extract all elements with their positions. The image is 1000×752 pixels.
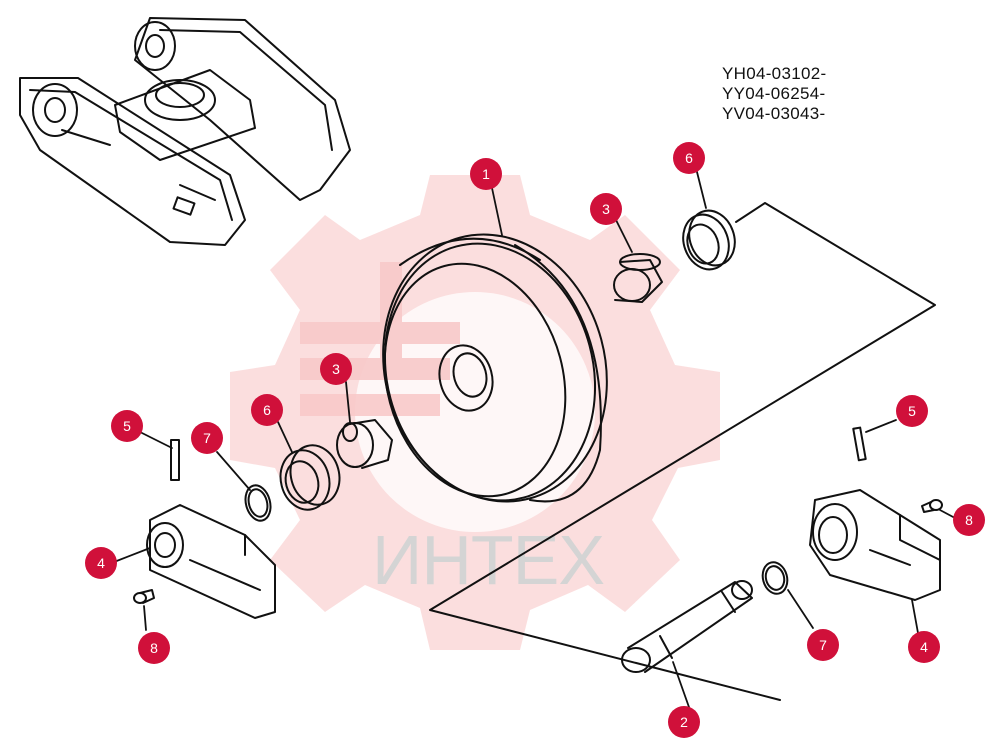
o-ring-right bbox=[761, 561, 789, 595]
callout-circle bbox=[191, 422, 223, 454]
callout-label: 4 bbox=[920, 639, 928, 655]
callout-7-left: 7 bbox=[191, 422, 223, 454]
part-codes: YH04-03102- YY04-06254- YV04-03043- bbox=[722, 64, 826, 124]
part-code: YY04-06254- bbox=[722, 84, 826, 103]
spring-pin-right bbox=[852, 426, 867, 462]
callout-circle bbox=[807, 629, 839, 661]
callout-circle bbox=[673, 142, 705, 174]
callout-circle bbox=[896, 395, 928, 427]
callout-circle bbox=[470, 158, 502, 190]
callout-3-upper: 3 bbox=[590, 193, 622, 225]
callout-6-upper: 6 bbox=[673, 142, 705, 174]
callout-5-left: 5 bbox=[111, 410, 143, 442]
callout-8-left: 8 bbox=[138, 632, 170, 664]
callout-label: 3 bbox=[602, 201, 610, 217]
callout-circle bbox=[111, 410, 143, 442]
part-code: YH04-03102- bbox=[722, 64, 827, 83]
callout-label: 4 bbox=[97, 555, 105, 571]
part-code: YV04-03043- bbox=[722, 104, 826, 123]
callout-4-right: 4 bbox=[908, 631, 940, 663]
bracket-right bbox=[809, 489, 941, 601]
floating-seal-upper bbox=[682, 209, 736, 271]
watermark-text: ИНТЕХ bbox=[372, 521, 605, 599]
callout-3-lower: 3 bbox=[320, 353, 352, 385]
callout-circle bbox=[953, 504, 985, 536]
callout-label: 5 bbox=[123, 418, 131, 434]
callout-circle bbox=[320, 353, 352, 385]
callout-4-left: 4 bbox=[85, 547, 117, 579]
spring-pin-left bbox=[170, 439, 180, 481]
idler-wheel bbox=[382, 233, 608, 503]
callout-6-lower: 6 bbox=[251, 394, 283, 426]
bolt-left bbox=[133, 589, 155, 604]
callout-label: 5 bbox=[908, 403, 916, 419]
callout-circle bbox=[668, 706, 700, 738]
assembly-plane-outline bbox=[429, 202, 936, 701]
callout-2: 2 bbox=[668, 706, 700, 738]
callout-label: 8 bbox=[965, 512, 973, 528]
bushing-upper bbox=[613, 253, 663, 303]
floating-seal-lower bbox=[279, 444, 341, 511]
o-ring-left bbox=[244, 484, 272, 522]
callout-label: 2 bbox=[680, 714, 688, 730]
callout-7-right: 7 bbox=[807, 629, 839, 661]
callout-label: 7 bbox=[819, 637, 827, 653]
bracket-left bbox=[146, 504, 276, 619]
callout-label: 1 bbox=[482, 166, 490, 182]
callout-circle bbox=[138, 632, 170, 664]
callout-label: 6 bbox=[263, 402, 271, 418]
bushing-lower bbox=[336, 419, 393, 469]
undercarriage-thumbnail bbox=[19, 17, 351, 246]
callout-label: 7 bbox=[203, 430, 211, 446]
callout-label: 6 bbox=[685, 150, 693, 166]
callout-label: 3 bbox=[332, 361, 340, 377]
shaft bbox=[621, 580, 753, 673]
callout-1: 1 bbox=[470, 158, 502, 190]
callout-circle bbox=[908, 631, 940, 663]
callout-circle bbox=[251, 394, 283, 426]
callout-circle bbox=[590, 193, 622, 225]
callout-8-right: 8 bbox=[953, 504, 985, 536]
callout-5-right: 5 bbox=[896, 395, 928, 427]
callout-circle bbox=[85, 547, 117, 579]
bolt-right bbox=[921, 499, 943, 513]
callout-label: 8 bbox=[150, 640, 158, 656]
